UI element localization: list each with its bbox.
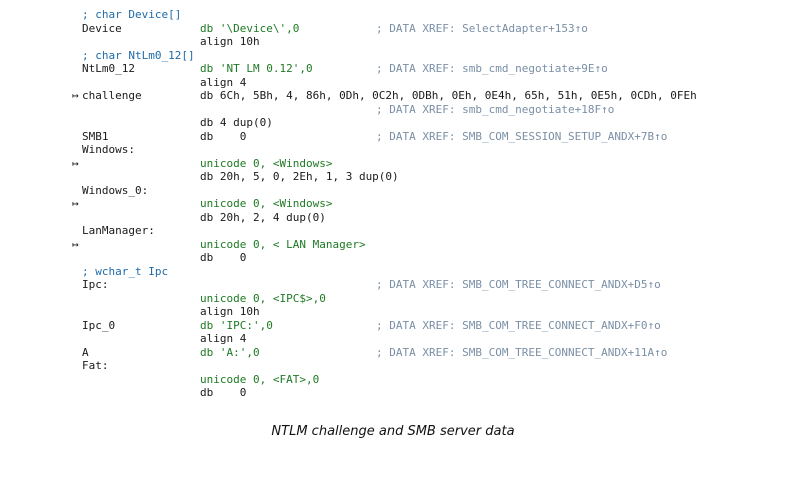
row-instruction: db 0 (200, 251, 247, 264)
listing-row: ; wchar_t Ipc (0, 265, 786, 279)
xref-arrow-icon: ↦ (72, 237, 79, 251)
listing-row: LanManager: (0, 224, 786, 238)
row-label: ; wchar_t Ipc (82, 264, 169, 278)
row-label: SMB1 (82, 129, 109, 143)
xref-arrow-icon: ↦ (72, 89, 79, 102)
listing-row: Windows: (0, 143, 786, 157)
row-label: NtLm0_12 (82, 62, 135, 75)
row-instruction: db '\Device\',0 (200, 21, 300, 35)
row-instruction: unicode 0, <IPC$>,0 (200, 291, 326, 305)
listing-row: align 10h (0, 305, 786, 319)
row-instruction: unicode 0, <FAT>,0 (200, 372, 320, 386)
row-instruction: align 10h (200, 35, 260, 48)
row-instruction: db 0 (200, 129, 247, 143)
row-instruction: db 'IPC:',0 (200, 318, 273, 332)
listing-row: Fat: (0, 359, 786, 373)
listing-row: db 0 (0, 251, 786, 265)
listing-row: Ipc: ; DATA XREF: SMB_COM_TREE_CONNECT_AN… (0, 278, 786, 292)
row-label: Device (82, 21, 122, 35)
row-label: Windows: (82, 143, 135, 156)
row-label: Windows_0: (82, 183, 149, 197)
row-instruction: db 4 dup(0) (200, 116, 273, 129)
listing-row: align 4 (0, 76, 786, 90)
listing-row: align 10h (0, 35, 786, 49)
row-instruction: db 20h, 2, 4 dup(0) (200, 210, 326, 224)
row-xref: ; DATA XREF: SMB_COM_TREE_CONNECT_ANDX+D… (376, 278, 661, 291)
listing-row: ↦challenge db 6Ch, 5Bh, 4, 86h, 0Dh, 0C2h… (0, 89, 786, 103)
row-xref: ; DATA XREF: SMB_COM_SESSION_SETUP_ANDX+… (376, 129, 668, 143)
listing-row: Windows_0: (0, 184, 786, 198)
xref-arrow-icon: ↦ (72, 156, 79, 170)
listing-row: ; char Device[] (0, 8, 786, 22)
listing-row: align 4 (0, 332, 786, 346)
row-instruction: db 0 (200, 386, 247, 399)
row-xref: ; DATA XREF: SMB_COM_TREE_CONNECT_ANDX+1… (376, 345, 668, 359)
figure-caption: NTLM challenge and SMB server data (271, 424, 515, 439)
listing-row: Device db '\Device\',0 ; DATA XREF: Select… (0, 22, 786, 36)
row-instruction: unicode 0, <Windows> (200, 156, 333, 170)
listing-row: ; DATA XREF: smb_cmd_negotiate+18F↑o (0, 103, 786, 117)
row-label: A (82, 345, 89, 359)
row-instruction: db 20h, 5, 0, 2Eh, 1, 3 dup(0) (200, 170, 399, 183)
listing-row: SMB1 db 0 ; DATA XREF: SMB_COM_SESSION_SET… (0, 130, 786, 144)
row-instruction: db 'A:',0 (200, 345, 260, 359)
row-instruction: align 4 (200, 332, 247, 345)
row-instruction: db 6Ch, 5Bh, 4, 86h, 0Dh, 0C2h, 0DBh, 0E… (200, 89, 697, 102)
listing-row: ; char NtLm0_12[] (0, 49, 786, 63)
row-xref: ; DATA XREF: SMB_COM_TREE_CONNECT_ANDX+F… (376, 318, 661, 332)
listing-row: ↦ unicode 0, <Windows> (0, 197, 786, 211)
listing-row: unicode 0, <FAT>,0 (0, 373, 786, 387)
listing-row: unicode 0, <IPC$>,0 (0, 292, 786, 306)
listing-row: NtLm0_12 db 'NT LM 0.12',0 ; DATA XREF: sm… (0, 62, 786, 76)
row-xref: ; DATA XREF: SelectAdapter+153↑o (376, 21, 588, 35)
listing-row: db 0 (0, 386, 786, 400)
listing-row: Ipc_0 db 'IPC:',0 ; DATA XREF: SMB_COM_TRE… (0, 319, 786, 333)
row-instruction: align 4 (200, 75, 247, 89)
row-label: Fat: (82, 359, 109, 372)
row-instruction: db 'NT LM 0.12',0 (200, 62, 313, 75)
listing-row: db 4 dup(0) (0, 116, 786, 130)
row-xref: ; DATA XREF: smb_cmd_negotiate+18F↑o (376, 102, 615, 116)
row-label: challenge (82, 89, 142, 102)
listing-row: db 20h, 5, 0, 2Eh, 1, 3 dup(0) (0, 170, 786, 184)
row-instruction: align 10h (200, 305, 260, 318)
row-label: Ipc: (82, 278, 109, 291)
row-label: ; char Device[] (82, 8, 182, 21)
row-instruction: unicode 0, <Windows> (200, 197, 333, 210)
row-label: ; char NtLm0_12[] (82, 48, 195, 62)
listing-row: db 20h, 2, 4 dup(0) (0, 211, 786, 225)
disassembly-listing: ; char Device[]Device db '\Device\',0 ; DA… (0, 8, 786, 413)
xref-arrow-icon: ↦ (72, 197, 79, 210)
listing-row (0, 400, 786, 414)
listing-row: ↦ unicode 0, < LAN Manager> (0, 238, 786, 252)
listing-row: ↦ unicode 0, <Windows> (0, 157, 786, 171)
row-instruction: unicode 0, < LAN Manager> (200, 237, 366, 251)
row-label: LanManager: (82, 224, 155, 237)
row-xref: ; DATA XREF: smb_cmd_negotiate+9E↑o (376, 62, 608, 75)
row-label: Ipc_0 (82, 318, 116, 332)
